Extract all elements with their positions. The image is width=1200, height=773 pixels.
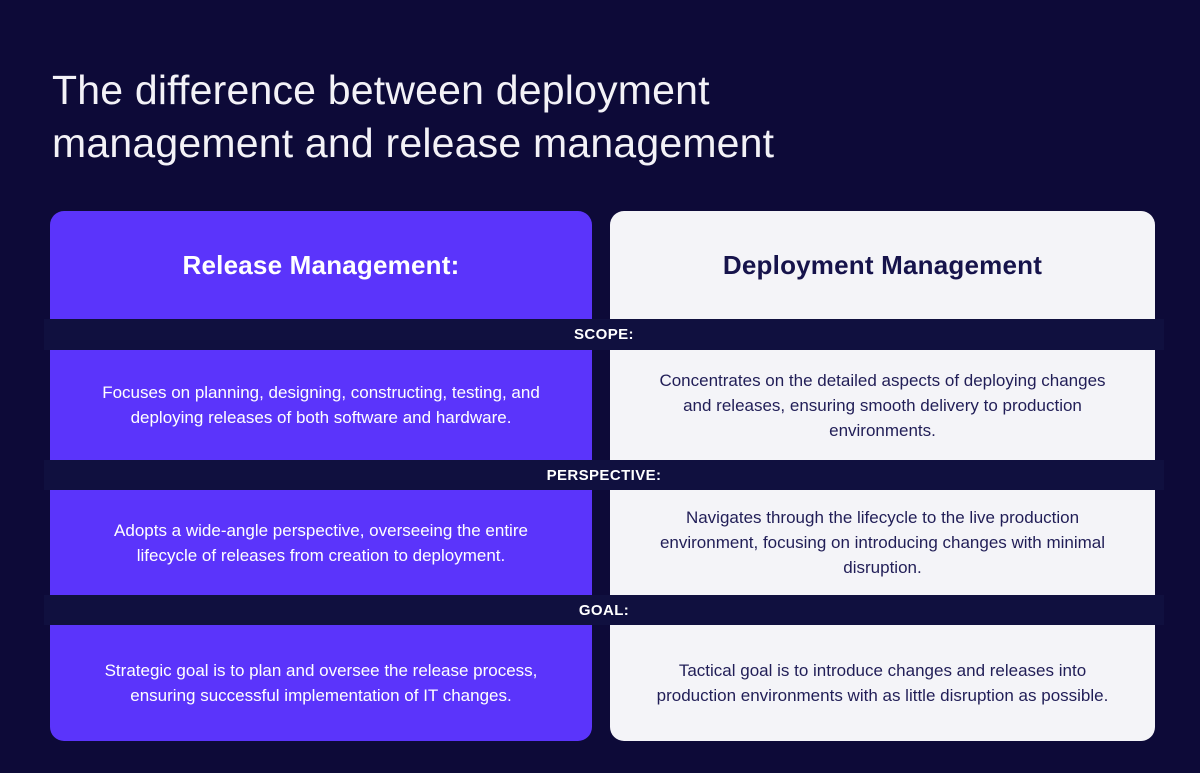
section-band-perspective: PERSPECTIVE: bbox=[44, 460, 1164, 490]
deployment-scope-text: Concentrates on the detailed aspects of … bbox=[659, 370, 1106, 440]
release-perspective-text: Adopts a wide-angle perspective, oversee… bbox=[114, 520, 528, 565]
page-title: The difference between deployment manage… bbox=[52, 64, 774, 170]
release-perspective-cell: Adopts a wide-angle perspective, oversee… bbox=[50, 490, 592, 595]
deployment-column-header: Deployment Management bbox=[610, 211, 1155, 319]
section-band-goal-label: GOAL: bbox=[578, 601, 630, 619]
page-title-line-2: management and release management bbox=[52, 120, 775, 166]
release-goal-cell: Strategic goal is to plan and oversee th… bbox=[50, 625, 592, 741]
deployment-goal-text: Tactical goal is to introduce changes an… bbox=[656, 661, 1109, 705]
release-column-header: Release Management: bbox=[50, 211, 592, 319]
release-scope-text: Focuses on planning, designing, construc… bbox=[102, 383, 540, 427]
deployment-column-header-label: Deployment Management bbox=[722, 249, 1043, 280]
deployment-scope-cell: Concentrates on the detailed aspects of … bbox=[610, 350, 1155, 460]
section-band-scope-label: SCOPE: bbox=[574, 326, 634, 343]
section-band-goal: GOAL: bbox=[44, 595, 1164, 625]
section-band-perspective-label: PERSPECTIVE: bbox=[546, 466, 662, 484]
deployment-goal-cell: Tactical goal is to introduce changes an… bbox=[610, 625, 1155, 741]
deployment-perspective-cell: Navigates through the lifecycle to the l… bbox=[610, 490, 1155, 595]
deployment-perspective-text: Navigates through the lifecycle to the l… bbox=[659, 508, 1106, 577]
page-title-line-1: The difference between deployment bbox=[52, 67, 710, 113]
release-column-header-label: Release Management: bbox=[182, 249, 460, 280]
release-goal-text: Strategic goal is to plan and oversee th… bbox=[104, 661, 538, 705]
comparison-table: Release Management: Deployment Managemen… bbox=[44, 211, 1164, 741]
release-scope-cell: Focuses on planning, designing, construc… bbox=[50, 350, 592, 460]
section-band-scope: SCOPE: bbox=[44, 319, 1164, 350]
